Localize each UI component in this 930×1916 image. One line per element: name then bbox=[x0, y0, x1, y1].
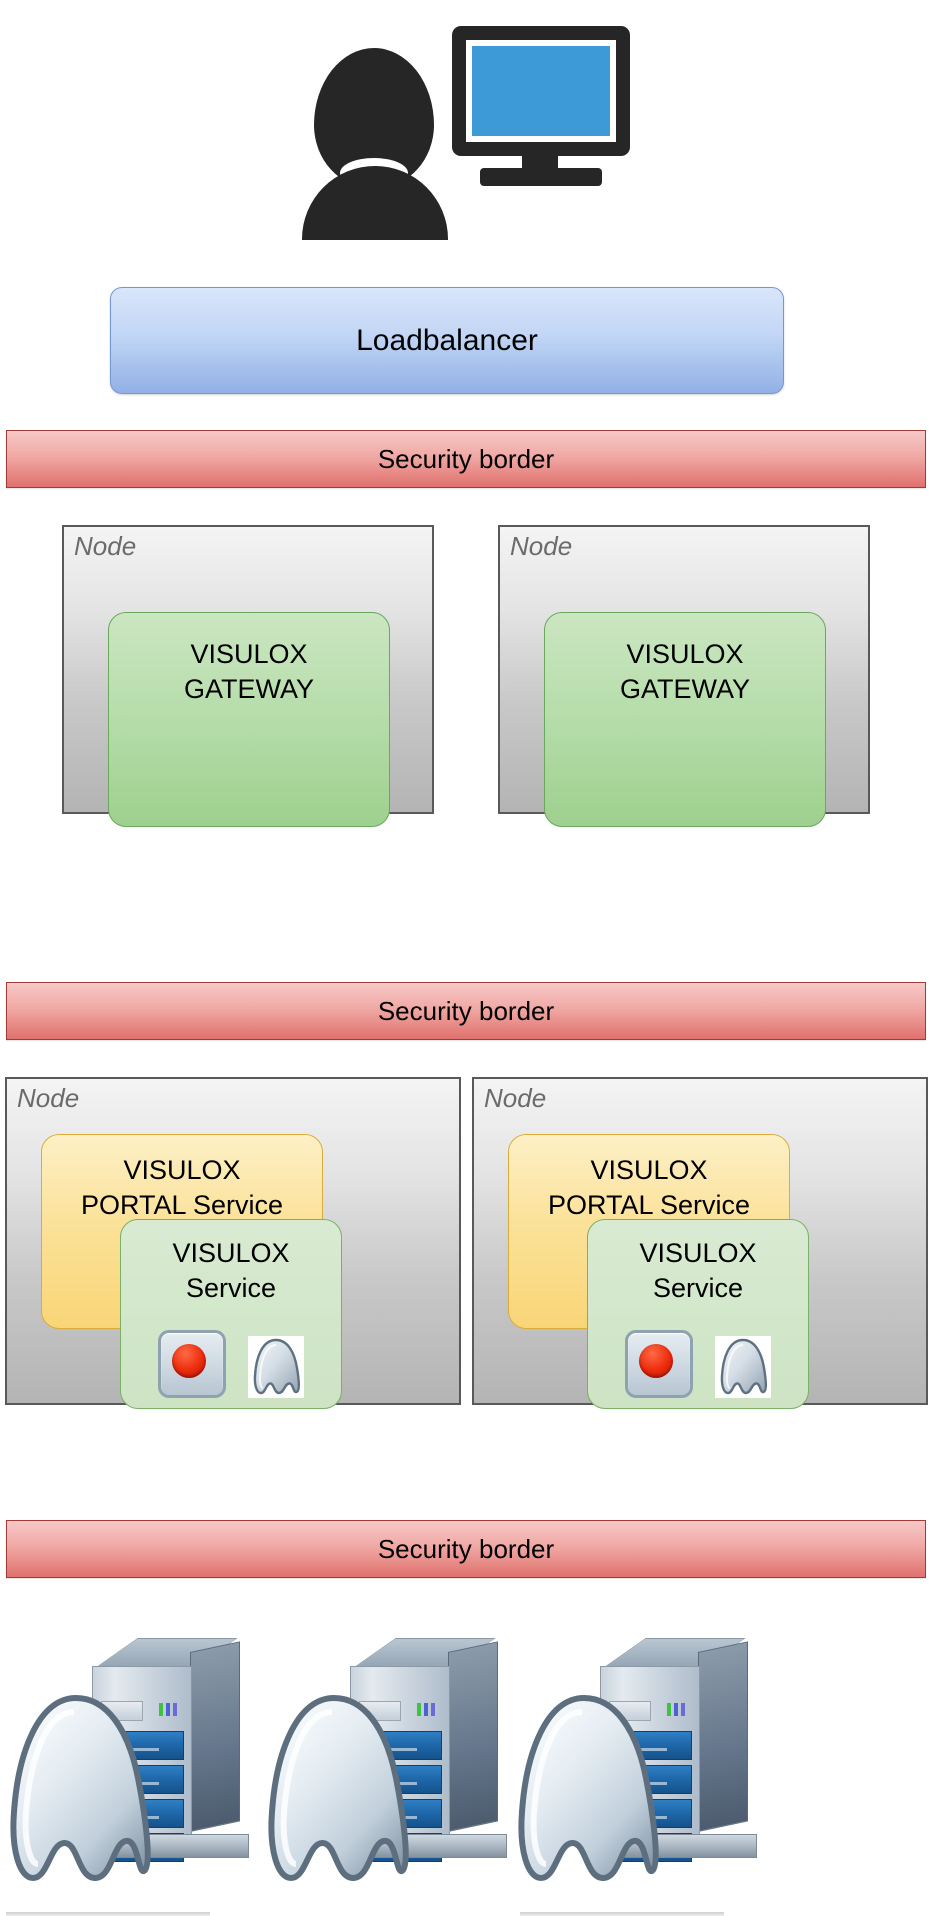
gateway-1-line2: GATEWAY bbox=[183, 673, 314, 704]
database-icon bbox=[258, 1688, 410, 1888]
monitor-bezel bbox=[466, 40, 616, 142]
gateway-node-1: Node VISULOX GATEWAY bbox=[62, 525, 434, 827]
gateway-node-2: Node VISULOX GATEWAY bbox=[498, 525, 870, 827]
gateway-2-line1: VISULOX bbox=[626, 639, 744, 669]
loadbalancer-label: Loadbalancer bbox=[356, 323, 538, 357]
user-body-icon bbox=[302, 166, 448, 240]
visulox-service-box-2: VISULOX Service bbox=[587, 1219, 809, 1409]
service-node-1-label: Node bbox=[17, 1083, 80, 1113]
security-border-2: Security border bbox=[6, 982, 926, 1040]
service-1-line2: Service bbox=[185, 1273, 277, 1304]
database-icon bbox=[508, 1688, 660, 1888]
security-border-3: Security border bbox=[6, 1520, 926, 1578]
visulox-service-box-1: VISULOX Service bbox=[120, 1219, 342, 1409]
server-tower-side bbox=[698, 1641, 748, 1832]
security-border-3-label: Security border bbox=[377, 1533, 555, 1564]
target-server-row bbox=[0, 1580, 930, 1916]
target-server-3 bbox=[508, 1580, 818, 1916]
service-2-icon-row bbox=[588, 1330, 808, 1398]
monitor-stand-base bbox=[480, 168, 602, 186]
visulox-gateway-box-1: VISULOX GATEWAY bbox=[108, 612, 390, 827]
gateway-1-line1: VISULOX bbox=[190, 639, 308, 669]
target-server-2 bbox=[258, 1580, 724, 1916]
service-node-1: Node VISULOX PORTAL Service VISULOX Serv… bbox=[5, 1077, 461, 1409]
server-led-indicators bbox=[667, 1703, 685, 1716]
monitor-stand-neck bbox=[522, 154, 558, 172]
service-1-line1: VISULOX bbox=[172, 1238, 290, 1268]
database-icon bbox=[715, 1336, 771, 1398]
security-border-2-label: Security border bbox=[377, 995, 555, 1026]
service-2-line2: Service bbox=[652, 1273, 744, 1304]
record-button-icon bbox=[625, 1330, 693, 1398]
record-dot bbox=[172, 1344, 206, 1378]
security-border-1: Security border bbox=[6, 430, 926, 488]
portal-2-line1: VISULOX bbox=[590, 1155, 708, 1185]
record-button-icon bbox=[158, 1330, 226, 1398]
loadbalancer-box: Loadbalancer bbox=[110, 287, 784, 394]
service-1-icon-row bbox=[121, 1330, 341, 1398]
gateway-2-line2: GATEWAY bbox=[619, 673, 750, 704]
server-tower-side bbox=[448, 1641, 498, 1832]
server-led-indicators bbox=[417, 1703, 435, 1716]
database-icon bbox=[248, 1336, 304, 1398]
database-icon bbox=[0, 1688, 152, 1888]
monitor-screen bbox=[472, 46, 610, 136]
portal-2-line2: PORTAL Service bbox=[547, 1190, 751, 1221]
service-2-line1: VISULOX bbox=[639, 1238, 757, 1268]
server-tower-side bbox=[190, 1641, 240, 1832]
server-2-underline bbox=[520, 1912, 724, 1916]
security-border-1-label: Security border bbox=[377, 443, 555, 474]
server-1-underline bbox=[6, 1912, 210, 1916]
record-dot bbox=[639, 1344, 673, 1378]
portal-1-line1: VISULOX bbox=[123, 1155, 241, 1185]
service-node-2: Node VISULOX PORTAL Service VISULOX Serv… bbox=[472, 1077, 928, 1409]
portal-1-line2: PORTAL Service bbox=[80, 1190, 284, 1221]
gateway-node-2-label: Node bbox=[510, 531, 573, 561]
gateway-node-1-label: Node bbox=[74, 531, 137, 561]
visulox-gateway-box-2: VISULOX GATEWAY bbox=[544, 612, 826, 827]
monitor-frame-icon bbox=[452, 26, 630, 156]
user-with-monitor-icon bbox=[300, 18, 630, 240]
target-server-1 bbox=[0, 1580, 310, 1916]
server-led-indicators bbox=[159, 1703, 177, 1716]
service-node-2-label: Node bbox=[484, 1083, 547, 1113]
